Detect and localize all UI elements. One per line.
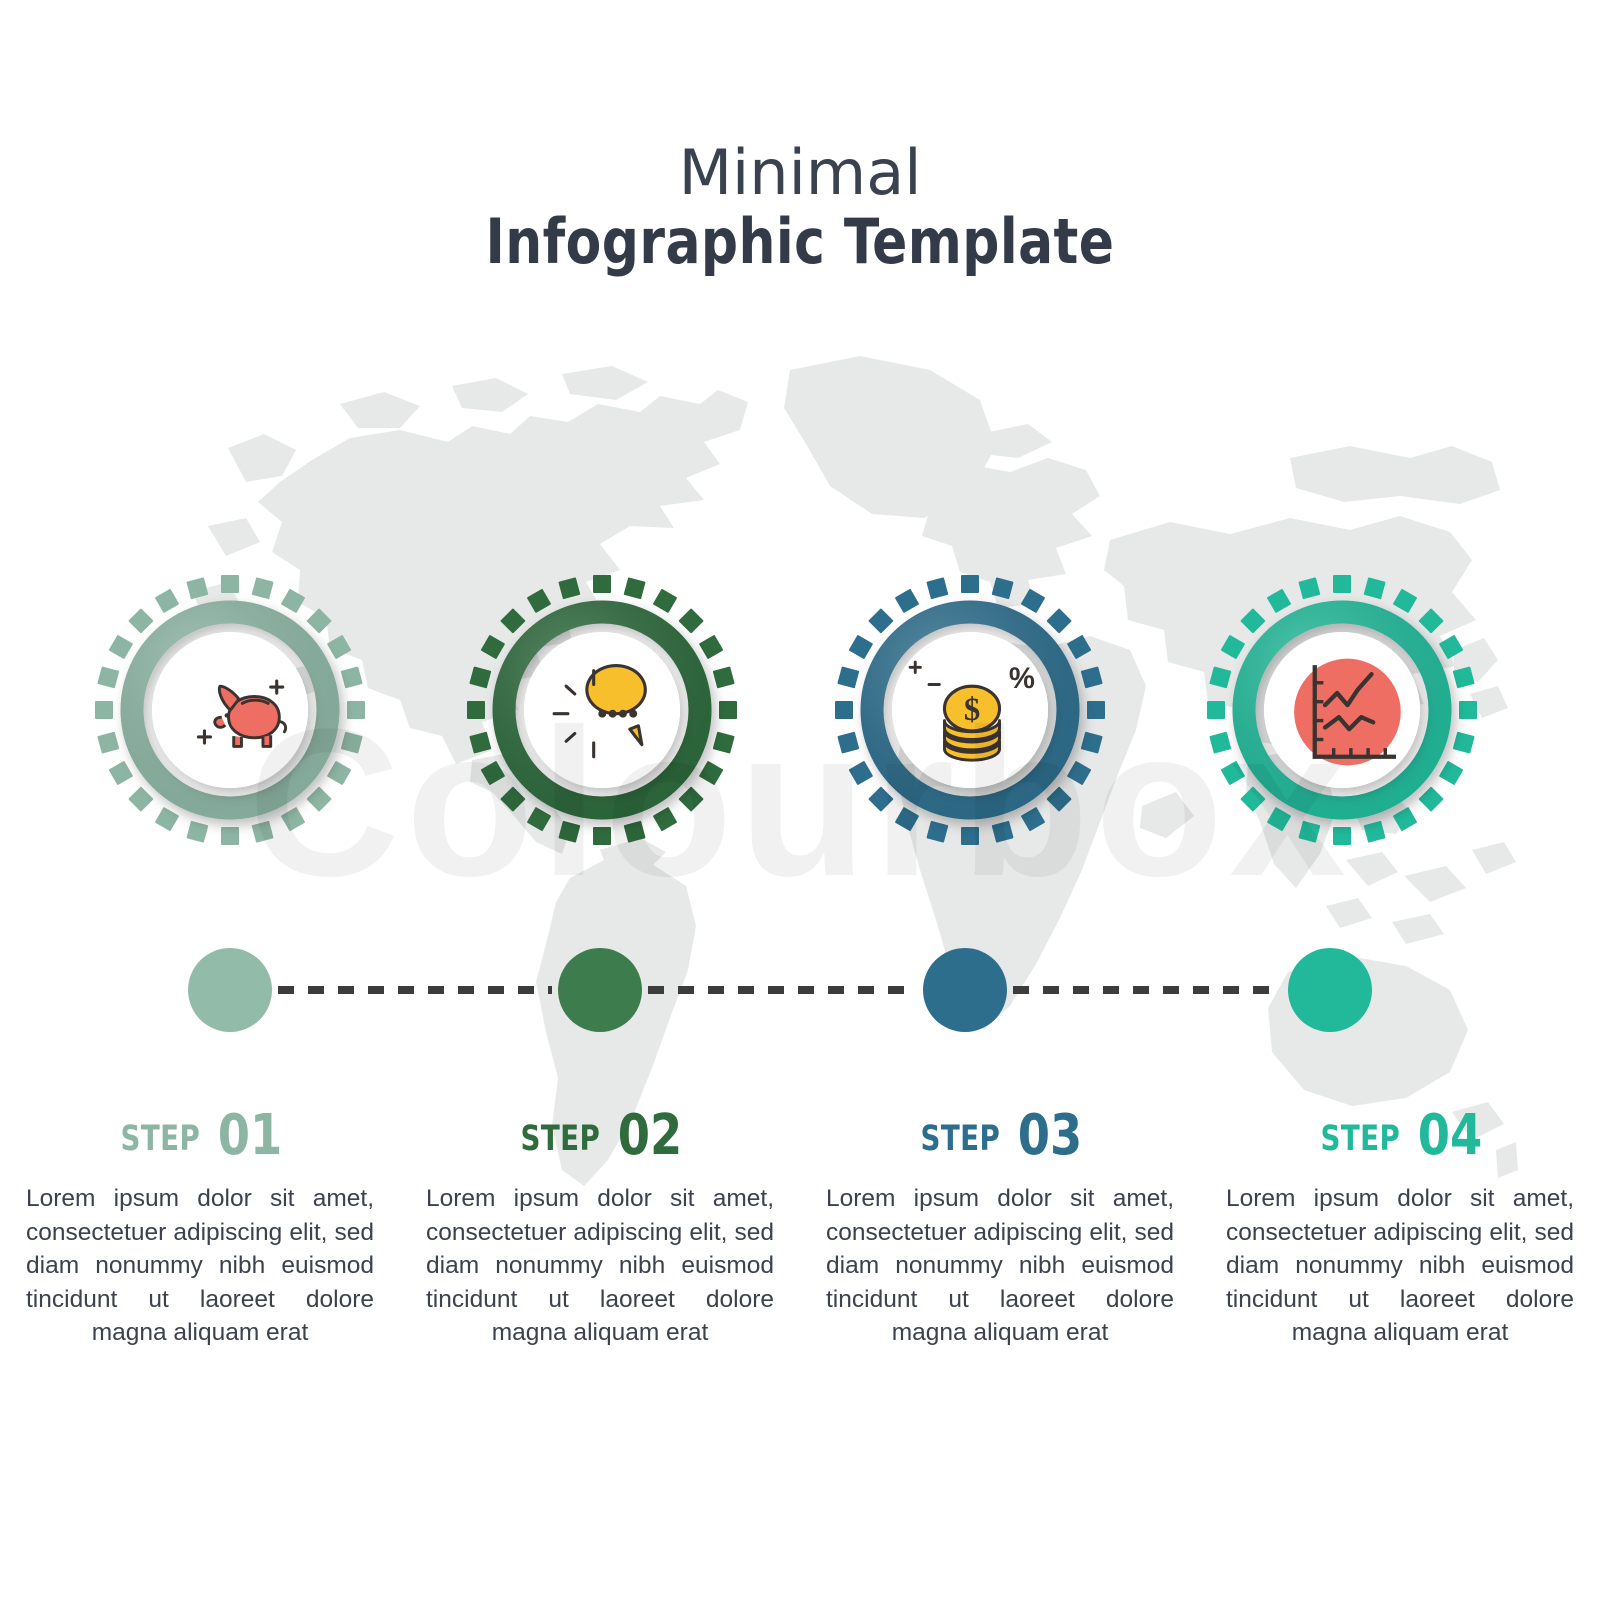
step-body-4: Lorem ipsum dolor sit amet, consectetuer…	[1226, 1185, 1574, 1347]
step-word-4: STEP	[1320, 1119, 1401, 1159]
step-number-2: 02	[617, 1103, 683, 1168]
timeline-dot-3	[923, 948, 1007, 1032]
line-chart-icon	[1294, 658, 1401, 766]
step-circle-3[interactable]: $ %	[820, 560, 1120, 860]
step-body-3: Lorem ipsum dolor sit amet, consectetuer…	[826, 1185, 1174, 1347]
step-number-4: 04	[1417, 1103, 1483, 1168]
svg-text:%: %	[1009, 663, 1035, 695]
title-line-2: Infographic Template	[485, 205, 1115, 279]
step-circle-2[interactable]	[452, 560, 752, 860]
step-word-2: STEP	[520, 1119, 601, 1159]
step-circle-4[interactable]	[1192, 560, 1492, 860]
step-word-1: STEP	[120, 1119, 201, 1159]
timeline-dot-1	[188, 948, 272, 1032]
page-title: Minimal Infographic Template	[0, 140, 1600, 278]
step-circles-row: $ %	[0, 560, 1600, 870]
svg-text:$: $	[964, 692, 980, 728]
title-line-1: Minimal	[678, 136, 922, 209]
timeline-dot-2	[558, 948, 642, 1032]
step-word-3: STEP	[920, 1119, 1001, 1159]
timeline	[188, 948, 1372, 1032]
step-body-2: Lorem ipsum dolor sit amet, consectetuer…	[426, 1185, 774, 1347]
timeline-dot-4	[1288, 948, 1372, 1032]
step-number-3: 03	[1017, 1103, 1083, 1168]
step-circle-1[interactable]	[80, 560, 380, 860]
step-number-1: 01	[217, 1103, 283, 1168]
step-body-1: Lorem ipsum dolor sit amet, consectetuer…	[26, 1185, 374, 1347]
